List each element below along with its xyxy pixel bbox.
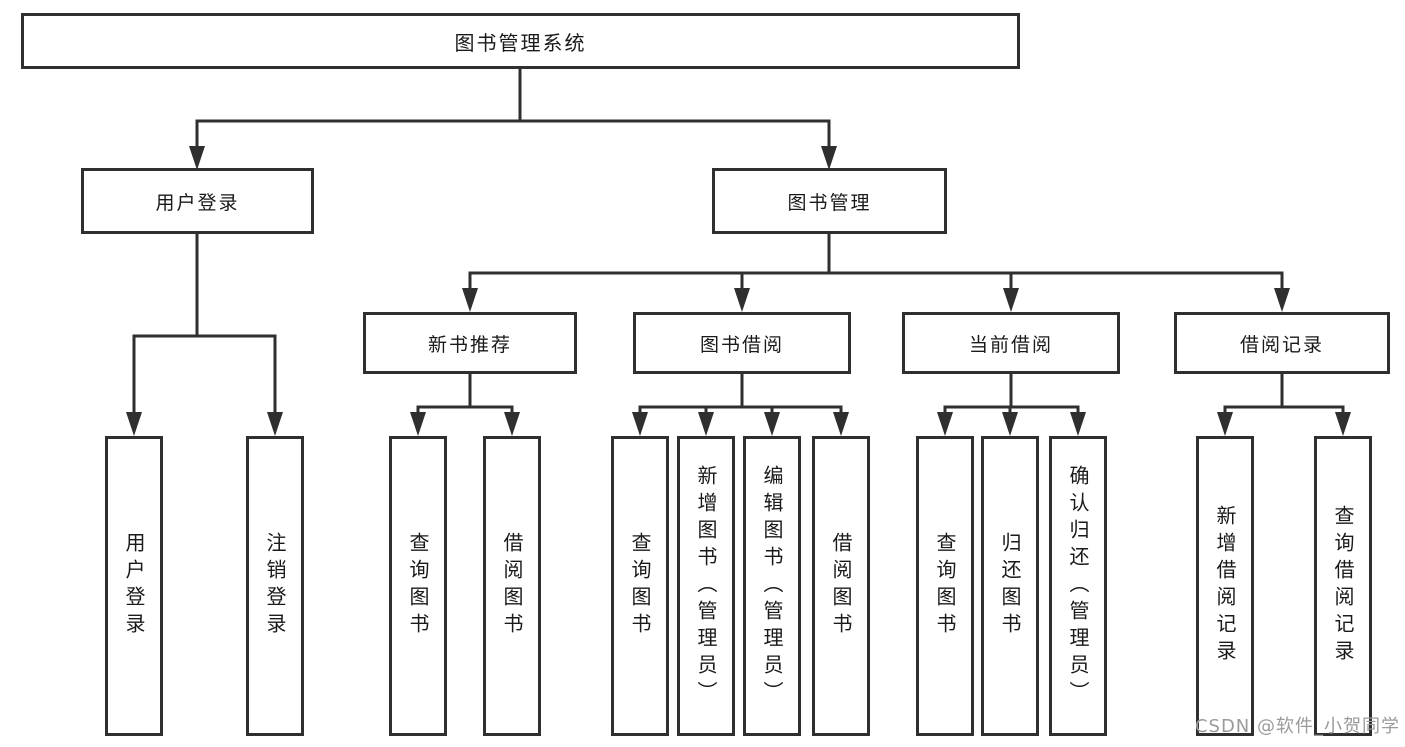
leaf-borrow-books: 借阅图书 (812, 436, 870, 736)
leaf-query-books-current: 查询图书 (916, 436, 974, 736)
leaf-user-login: 用户登录 (105, 436, 163, 736)
leaf-logout: 注销登录 (246, 436, 304, 736)
leaf-borrow-books-recommend-label: 借阅图书 (500, 532, 524, 640)
leaf-add-book-admin-label: 新增图书（管理员） (694, 464, 718, 708)
leaf-user-login-label: 用户登录 (122, 532, 146, 640)
leaf-query-borrow-record: 查询借阅记录 (1314, 436, 1372, 736)
node-borrow-records: 借阅记录 (1174, 312, 1390, 374)
leaf-add-borrow-record: 新增借阅记录 (1196, 436, 1254, 736)
node-book-borrow: 图书借阅 (633, 312, 851, 374)
node-borrow-records-label: 借阅记录 (1239, 333, 1324, 356)
watermark: CSDN @软件_小贺同学 (1194, 716, 1400, 737)
node-user-login-label: 用户登录 (155, 191, 240, 214)
leaf-query-books-borrow: 查询图书 (611, 436, 669, 736)
leaf-query-books-recommend-label: 查询图书 (406, 532, 430, 640)
leaf-confirm-return-admin-label: 确认归还（管理员） (1066, 464, 1090, 708)
node-book-borrow-label: 图书借阅 (699, 333, 784, 356)
leaf-query-books-recommend: 查询图书 (389, 436, 447, 736)
leaf-confirm-return-admin: 确认归还（管理员） (1049, 436, 1107, 736)
node-book-management: 图书管理 (712, 168, 947, 234)
leaf-add-borrow-record-label: 新增借阅记录 (1213, 505, 1237, 667)
node-new-book-recommend-label: 新书推荐 (427, 333, 512, 356)
node-current-borrow-label: 当前借阅 (968, 333, 1053, 356)
leaf-borrow-books-label: 借阅图书 (829, 532, 853, 640)
node-root: 图书管理系统 (21, 13, 1020, 69)
node-book-management-label: 图书管理 (787, 191, 872, 214)
leaf-borrow-books-recommend: 借阅图书 (483, 436, 541, 736)
node-user-login: 用户登录 (81, 168, 314, 234)
leaf-edit-book-admin: 编辑图书（管理员） (743, 436, 801, 736)
leaf-query-books-current-label: 查询图书 (933, 532, 957, 640)
leaf-query-books-borrow-label: 查询图书 (628, 532, 652, 640)
node-current-borrow: 当前借阅 (902, 312, 1120, 374)
leaf-query-borrow-record-label: 查询借阅记录 (1331, 505, 1355, 667)
leaf-logout-label: 注销登录 (263, 532, 287, 640)
leaf-edit-book-admin-label: 编辑图书（管理员） (760, 464, 784, 708)
node-root-label: 图书管理系统 (454, 30, 587, 55)
node-new-book-recommend: 新书推荐 (363, 312, 577, 374)
leaf-add-book-admin: 新增图书（管理员） (677, 436, 735, 736)
leaf-return-book: 归还图书 (981, 436, 1039, 736)
leaf-return-book-label: 归还图书 (998, 532, 1022, 640)
